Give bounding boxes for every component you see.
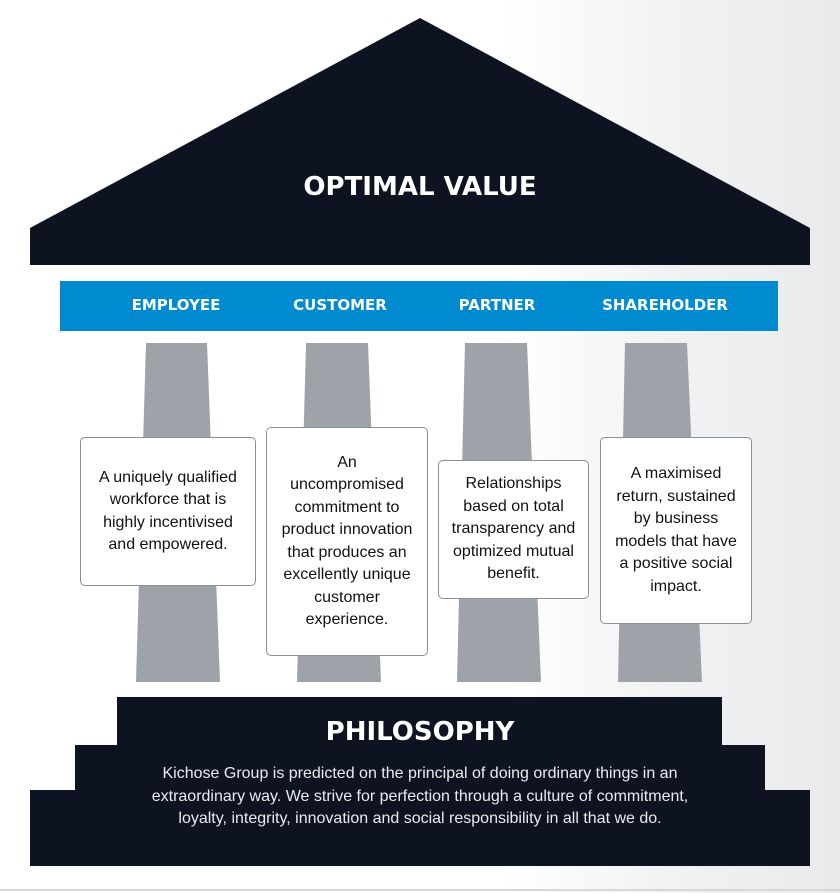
pillar-label-shareholder: SHAREHOLDER [602, 296, 728, 314]
beam [60, 281, 778, 331]
pillar-card-partner: Relationships based on total transparenc… [438, 460, 589, 599]
pillar-label-partner: PARTNER [458, 296, 536, 314]
foundation-steps [30, 697, 810, 866]
roof-title: OPTIMAL VALUE [303, 172, 537, 202]
pillar-label-customer: CUSTOMER [293, 296, 387, 314]
roof [30, 18, 810, 265]
pillar-label-employee: EMPLOYEE [131, 296, 221, 314]
foundation-text: Kichose Group is predicted on the princi… [151, 765, 689, 827]
pillar-card-customer: An uncompromised commitment to product i… [266, 427, 428, 656]
foundation-title: PHILOSOPHY [325, 717, 515, 747]
pillar-card-employee: A uniquely qualified workforce that is h… [80, 437, 256, 586]
divider [0, 889, 840, 891]
pillar-card-shareholder: A maximised return, sustained by busines… [600, 437, 752, 624]
